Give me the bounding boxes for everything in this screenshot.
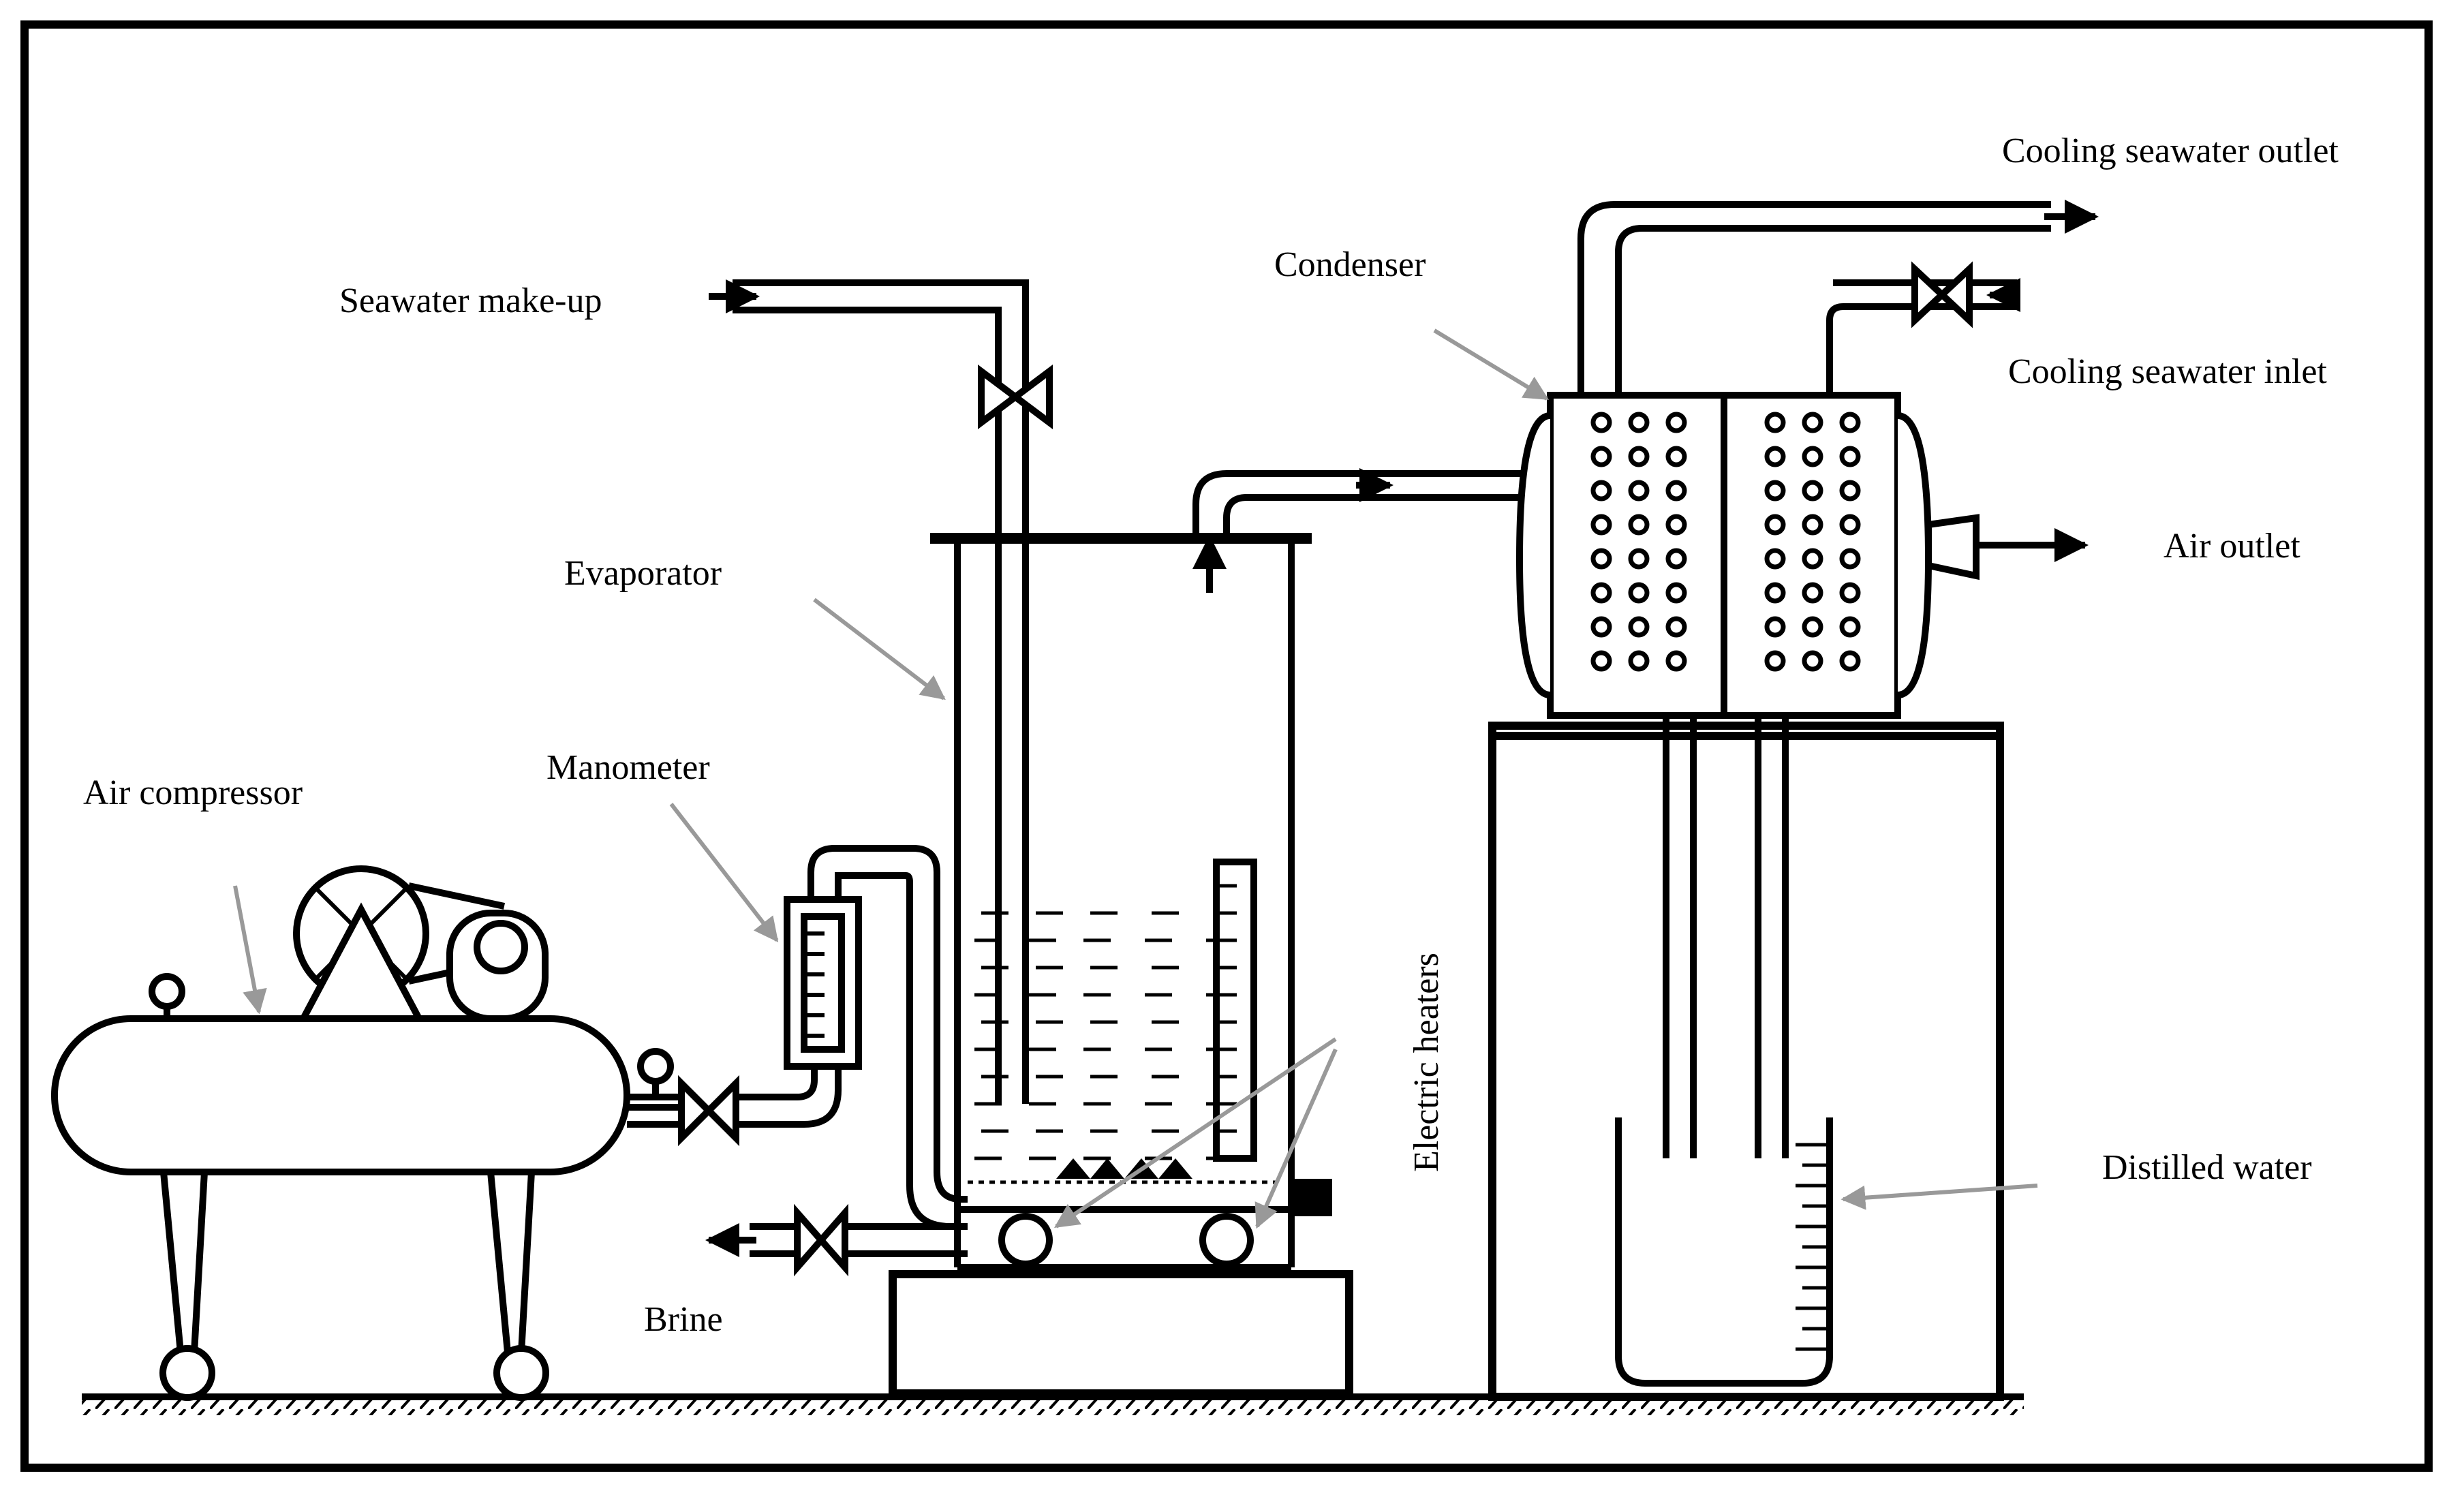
label-electric-heaters: Electric heaters <box>1407 953 1446 1172</box>
brine-valve[interactable] <box>794 1203 848 1277</box>
air-compressor <box>51 865 681 1401</box>
makeup-valve[interactable] <box>978 365 1053 429</box>
label-air-outlet: Air outlet <box>2163 527 2300 566</box>
pointer-heater-left <box>1054 1037 1337 1229</box>
vapor-pipe <box>1192 468 1526 593</box>
evaporator-base <box>889 1270 1353 1398</box>
label-brine: Brine <box>644 1300 723 1339</box>
pointer-air-compressor <box>233 885 267 1015</box>
condenser <box>1515 392 1932 719</box>
pointer-distilled-water <box>1841 1184 2038 1210</box>
label-manometer: Manometer <box>546 748 710 787</box>
electric-heater-left <box>998 1213 1053 1267</box>
pointer-condenser <box>1433 328 1550 401</box>
distilled-water-beaker <box>1615 1117 1833 1387</box>
manometer <box>784 845 968 1230</box>
pointer-heater-right <box>1254 1048 1338 1229</box>
cooling-inlet-pipe <box>1826 278 2020 395</box>
brine-pipe <box>705 1223 968 1257</box>
air-pipe <box>627 1063 842 1128</box>
label-distilled-water: Distilled water <box>2102 1148 2312 1187</box>
cooling-inlet-valve[interactable] <box>1911 261 1973 328</box>
condensate-stand <box>1488 715 2004 1401</box>
electric-heater-right <box>1199 1213 1254 1267</box>
seawater-makeup-pipe <box>709 279 1029 1104</box>
label-seawater-makeup: Seawater make-up <box>339 281 602 320</box>
pointer-arrows <box>233 328 2038 1229</box>
pointer-manometer <box>669 803 779 942</box>
air-valve[interactable] <box>678 1075 739 1147</box>
label-condenser: Condenser <box>1274 245 1426 284</box>
label-evaporator: Evaporator <box>564 554 722 593</box>
cooling-outlet-pipe <box>1577 200 2099 395</box>
evaporator <box>930 533 1332 1271</box>
label-cooling-inlet: Cooling seawater inlet <box>2008 352 2327 391</box>
air-outlet-nozzle <box>1925 514 2089 581</box>
pointer-evaporator <box>813 598 946 700</box>
label-cooling-outlet: Cooling seawater outlet <box>2002 132 2339 170</box>
label-air-compressor: Air compressor <box>83 773 303 812</box>
